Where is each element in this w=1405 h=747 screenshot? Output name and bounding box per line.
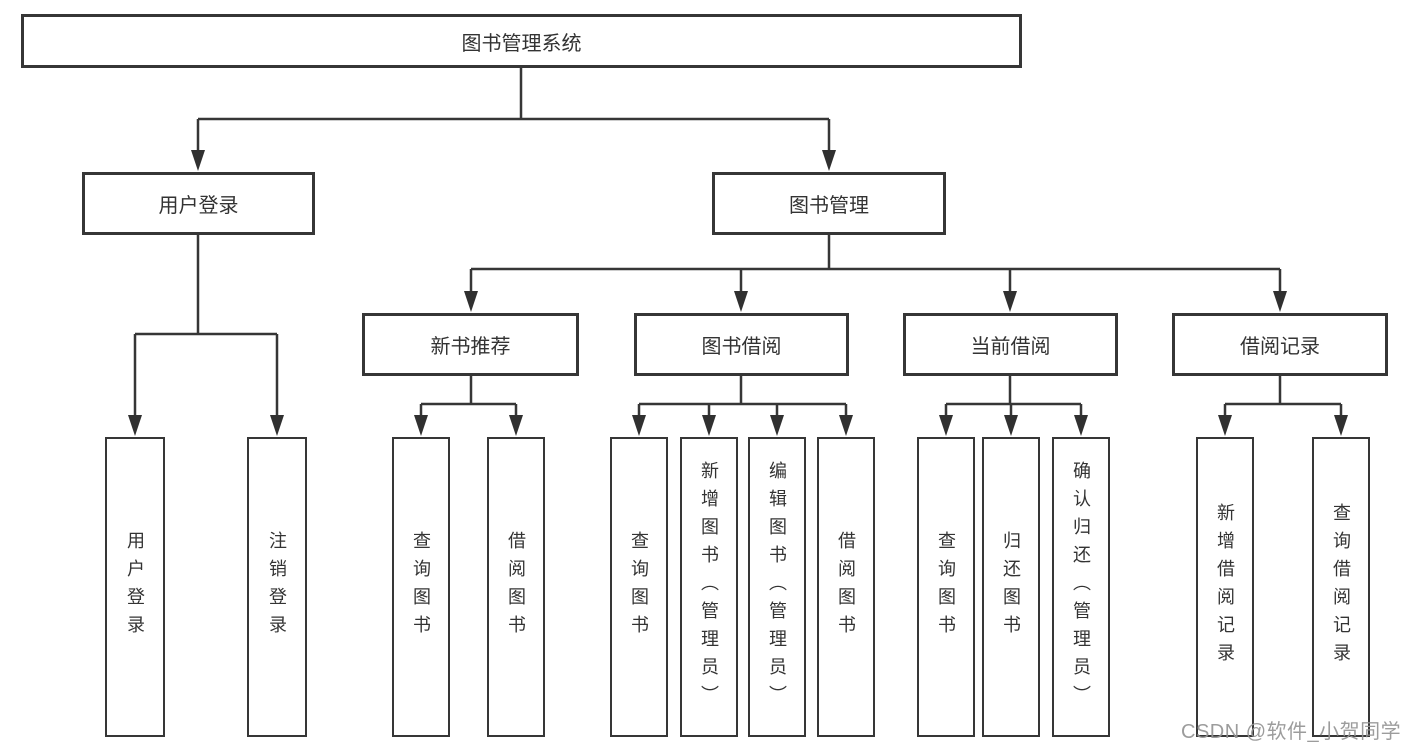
csdn-watermark: CSDN @软件_小贺同学 [1181, 721, 1402, 743]
leaf-current-query-books: 查询图书 [917, 437, 975, 737]
connector-new-book-recommend-to-leaves [414, 376, 523, 436]
leaf-borrowing-add-books-admin: 新增图书（管理员） [680, 437, 738, 737]
connector-user-login-to-leaves [128, 235, 284, 436]
connector-book-management-to-level3 [464, 235, 1287, 312]
leaf-borrowing-query-books-label: 查询图书 [629, 531, 649, 643]
connector-book-borrowing-to-leaves [632, 376, 853, 436]
node-user-login-label: 用户登录 [158, 195, 239, 217]
leaf-recommend-query-books: 查询图书 [392, 437, 450, 737]
leaf-current-confirm-return-admin: 确认归还（管理员） [1052, 437, 1110, 737]
leaf-borrowing-borrow-books-label: 借阅图书 [836, 531, 856, 643]
leaf-current-query-books-label: 查询图书 [936, 531, 956, 643]
leaf-borrowing-query-books: 查询图书 [610, 437, 668, 737]
node-library-management-system: 图书管理系统 [21, 14, 1022, 68]
node-book-borrowing-label: 图书借阅 [701, 336, 782, 358]
leaf-borrowing-add-books-admin-label: 新增图书（管理员） [699, 461, 719, 713]
connector-root-to-level2 [191, 68, 836, 171]
leaf-borrowing-edit-books-admin-label: 编辑图书（管理员） [767, 461, 787, 713]
leaf-borrowing-edit-books-admin: 编辑图书（管理员） [748, 437, 806, 737]
node-book-management-label: 图书管理 [789, 195, 869, 217]
connector-current-borrowing-to-leaves [939, 376, 1088, 436]
node-book-management: 图书管理 [712, 172, 946, 235]
node-new-book-recommend-label: 新书推荐 [430, 336, 511, 358]
node-library-management-system-label: 图书管理系统 [461, 32, 582, 55]
leaf-borrowing-borrow-books: 借阅图书 [817, 437, 875, 737]
node-new-book-recommend: 新书推荐 [362, 313, 579, 376]
leaf-recommend-borrow-books-label: 借阅图书 [506, 531, 526, 643]
leaf-logout: 注销登录 [247, 437, 307, 737]
leaf-recommend-query-books-label: 查询图书 [411, 531, 431, 643]
leaf-current-confirm-return-admin-label: 确认归还（管理员） [1071, 461, 1091, 713]
node-borrowing-records: 借阅记录 [1172, 313, 1388, 376]
leaf-records-add-record-label: 新增借阅记录 [1215, 503, 1235, 671]
node-user-login: 用户登录 [82, 172, 315, 235]
leaf-current-return-books-label: 归还图书 [1001, 531, 1021, 643]
node-current-borrowing: 当前借阅 [903, 313, 1118, 376]
node-book-borrowing: 图书借阅 [634, 313, 849, 376]
leaf-current-return-books: 归还图书 [982, 437, 1040, 737]
leaf-recommend-borrow-books: 借阅图书 [487, 437, 545, 737]
connector-borrowing-records-to-leaves [1218, 376, 1348, 436]
node-current-borrowing-label: 当前借阅 [970, 336, 1051, 358]
leaf-user-login: 用户登录 [105, 437, 165, 737]
leaf-records-query-record: 查询借阅记录 [1312, 437, 1370, 737]
node-borrowing-records-label: 借阅记录 [1240, 336, 1320, 358]
leaf-logout-label: 注销登录 [267, 531, 287, 643]
leaf-user-login-label: 用户登录 [125, 531, 145, 643]
leaf-records-query-record-label: 查询借阅记录 [1331, 503, 1351, 671]
leaf-records-add-record: 新增借阅记录 [1196, 437, 1254, 737]
